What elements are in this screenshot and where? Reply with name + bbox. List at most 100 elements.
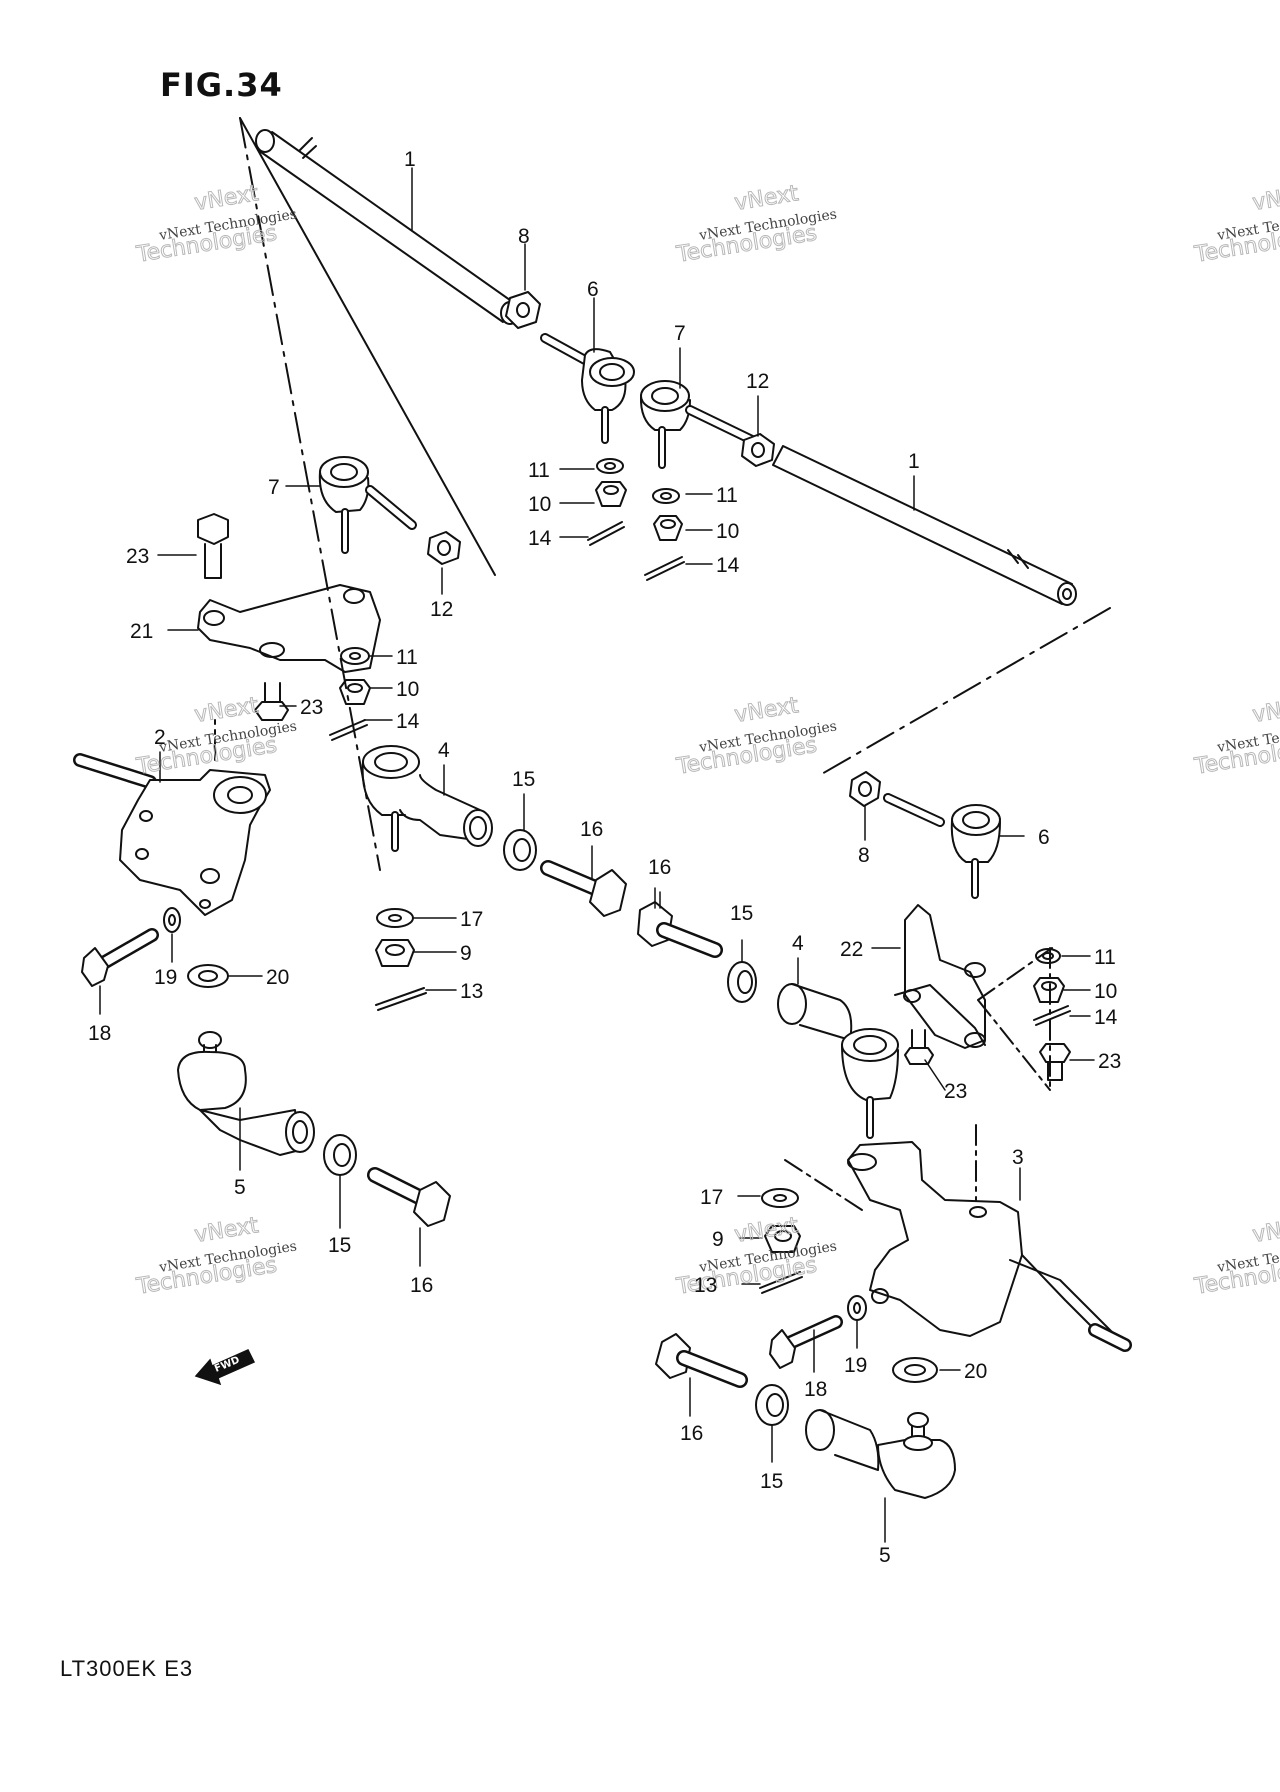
callout-9: 9 bbox=[460, 942, 472, 965]
cotter-pin-14-b bbox=[644, 556, 685, 581]
washer-19-a bbox=[163, 907, 181, 933]
leader-line-d bbox=[977, 947, 1053, 1091]
figure-title: FIG.34 bbox=[160, 66, 283, 104]
callout-12: 12 bbox=[746, 370, 769, 393]
callout-14: 14 bbox=[528, 527, 552, 550]
callout-17: 17 bbox=[700, 1186, 723, 1209]
washer-20-a bbox=[187, 964, 229, 988]
callout-11: 11 bbox=[396, 646, 418, 669]
callout-4: 4 bbox=[792, 932, 804, 955]
callout-10: 10 bbox=[1094, 980, 1117, 1003]
callout-8: 8 bbox=[858, 844, 870, 867]
callout-23: 23 bbox=[1098, 1050, 1121, 1073]
bolt-16-d bbox=[655, 1333, 748, 1388]
callout-20: 20 bbox=[266, 966, 289, 989]
leader-line-a bbox=[239, 117, 496, 576]
washer-17-a bbox=[376, 908, 414, 928]
watermark-outline-1: vNext bbox=[193, 181, 261, 216]
tie-rod-end-5-left bbox=[177, 1031, 315, 1156]
callout-16: 16 bbox=[410, 1274, 433, 1297]
callout-13: 13 bbox=[460, 980, 483, 1003]
bolt-18-b bbox=[769, 1315, 843, 1369]
seal-15-a bbox=[503, 829, 537, 871]
callout-19: 19 bbox=[844, 1354, 867, 1377]
seal-15-d bbox=[755, 1384, 789, 1426]
washer-11-b bbox=[652, 488, 680, 504]
watermark-outline-1: vNext bbox=[193, 693, 261, 728]
watermark-outline-1: vNext bbox=[733, 693, 801, 728]
callout-12: 12 bbox=[430, 598, 453, 621]
callout-10: 10 bbox=[396, 678, 419, 701]
washer-11-d bbox=[1035, 948, 1061, 964]
nut-8-upper bbox=[505, 291, 541, 329]
callout-23: 23 bbox=[944, 1080, 967, 1103]
nut-12-upper bbox=[741, 433, 775, 467]
callout-leaders bbox=[99, 167, 1095, 1543]
bracket-22 bbox=[894, 904, 986, 1049]
nut-12-left bbox=[427, 531, 461, 565]
bolt-23-d bbox=[904, 1029, 934, 1065]
cotter-pin-14-d bbox=[1033, 1005, 1071, 1026]
tie-rod-end-7-left bbox=[318, 456, 417, 554]
callout-15: 15 bbox=[760, 1470, 783, 1493]
seal-15-b bbox=[727, 961, 757, 1003]
callout-3: 3 bbox=[1012, 1146, 1024, 1169]
washer-17-b bbox=[761, 1188, 799, 1208]
callout-16: 16 bbox=[680, 1422, 703, 1445]
callout-8: 8 bbox=[518, 225, 530, 248]
tie-rod-end-4-right bbox=[777, 983, 899, 1139]
castle-nut-9-b bbox=[764, 1225, 801, 1253]
bolt-23-b bbox=[254, 682, 289, 721]
washer-11-a bbox=[596, 458, 624, 474]
callout-10: 10 bbox=[716, 520, 739, 543]
callout-6: 6 bbox=[1038, 826, 1050, 849]
diagram-code: LT300EK E3 bbox=[60, 1656, 194, 1681]
callout-14: 14 bbox=[716, 554, 740, 577]
callout-14: 14 bbox=[1094, 1006, 1118, 1029]
callout-5: 5 bbox=[234, 1176, 246, 1199]
nut-10-a bbox=[595, 481, 627, 507]
callout-15: 15 bbox=[512, 768, 535, 791]
callout-9: 9 bbox=[712, 1228, 724, 1251]
castle-nut-9-a bbox=[375, 939, 415, 967]
bolt-16-b bbox=[637, 901, 723, 958]
watermark-outline-1: vNext bbox=[193, 1213, 261, 1248]
washer-19-b bbox=[847, 1295, 867, 1321]
cotter-pin-14-c bbox=[329, 719, 368, 741]
callout-1: 1 bbox=[908, 450, 920, 473]
washer-11-c bbox=[340, 647, 370, 665]
washer-20-b bbox=[892, 1357, 938, 1383]
bolt-16-a bbox=[540, 860, 627, 917]
callout-21: 21 bbox=[130, 620, 153, 643]
callouts: 1 8 6 7 12 1 11 10 14 11 10 14 7 23 12 2… bbox=[88, 148, 1121, 1567]
leader-line-b bbox=[239, 117, 381, 871]
callout-18: 18 bbox=[804, 1378, 827, 1401]
callout-11: 11 bbox=[528, 459, 550, 482]
tie-rod-upper bbox=[255, 129, 520, 325]
callout-13: 13 bbox=[694, 1274, 717, 1297]
knuckle-3-right bbox=[784, 1124, 1132, 1352]
callout-6: 6 bbox=[587, 278, 599, 301]
callout-11: 11 bbox=[1094, 946, 1116, 969]
seal-15-c bbox=[323, 1134, 357, 1176]
callout-16: 16 bbox=[648, 856, 671, 879]
leader-line-c bbox=[819, 607, 1111, 776]
tie-rod-end-6-right bbox=[883, 793, 1001, 899]
callout-23: 23 bbox=[126, 545, 149, 568]
callout-18: 18 bbox=[88, 1022, 111, 1045]
tie-rod-end-7-upper bbox=[639, 380, 757, 469]
bolt-23-a bbox=[197, 513, 229, 579]
nut-10-b bbox=[653, 515, 683, 541]
cotter-pin-13-b bbox=[759, 1271, 803, 1294]
callout-16: 16 bbox=[580, 818, 603, 841]
bolt-23-c bbox=[1039, 1043, 1071, 1081]
watermark-outline-1: vNext bbox=[1251, 1213, 1280, 1248]
callout-15: 15 bbox=[730, 902, 753, 925]
callout-11: 11 bbox=[716, 484, 738, 507]
callout-7: 7 bbox=[674, 322, 686, 345]
callout-17: 17 bbox=[460, 908, 483, 931]
tie-rod-right bbox=[772, 445, 1077, 606]
callout-23: 23 bbox=[300, 696, 323, 719]
bolt-16-c bbox=[367, 1167, 451, 1227]
